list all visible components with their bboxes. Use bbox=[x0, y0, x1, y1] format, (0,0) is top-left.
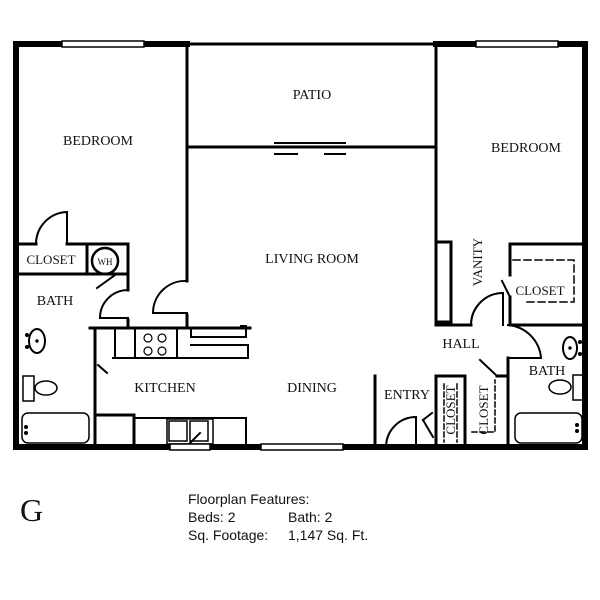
label-water-heater: WH bbox=[98, 257, 113, 267]
label-bath-left: BATH bbox=[37, 294, 74, 309]
label-closet-entry-2: CLOSET bbox=[476, 385, 491, 434]
label-patio: PATIO bbox=[293, 88, 331, 103]
floorplan-features: Floorplan Features: Beds: 2 Bath: 2 Sq. … bbox=[188, 490, 368, 544]
label-entry: ENTRY bbox=[384, 388, 430, 403]
plan-letter: G bbox=[20, 492, 44, 528]
label-hall: HALL bbox=[442, 337, 479, 352]
label-bath-right: BATH bbox=[529, 364, 566, 379]
label-closet-left: CLOSET bbox=[26, 252, 75, 267]
sqft-label: Sq. Footage: bbox=[188, 527, 269, 543]
beds-label: Beds: bbox=[188, 509, 224, 525]
features-title: Floorplan Features: bbox=[188, 491, 310, 507]
sqft-row: Sq. Footage: 1,147 Sq. Ft. bbox=[188, 526, 368, 544]
label-bedroom-left: BEDROOM bbox=[63, 134, 134, 149]
label-dining: DINING bbox=[287, 381, 337, 396]
label-bedroom-right: BEDROOM bbox=[491, 141, 562, 156]
beds-bath-row: Beds: 2 Bath: 2 bbox=[188, 508, 368, 526]
label-kitchen: KITCHEN bbox=[134, 381, 195, 396]
floorplan-diagram: BEDROOM BEDROOM PATIO LIVING ROOM DINING… bbox=[13, 40, 588, 451]
label-living-room: LIVING ROOM bbox=[265, 252, 359, 267]
label-vanity: VANITY bbox=[470, 237, 485, 286]
label-closet-right: CLOSET bbox=[515, 283, 564, 298]
label-closet-entry-1: CLOSET bbox=[443, 385, 458, 434]
bath-value: 2 bbox=[324, 509, 333, 525]
beds-value: 2 bbox=[227, 509, 236, 525]
bath-label: Bath: bbox=[288, 509, 321, 525]
sqft-value: 1,147 Sq. Ft. bbox=[288, 527, 369, 543]
